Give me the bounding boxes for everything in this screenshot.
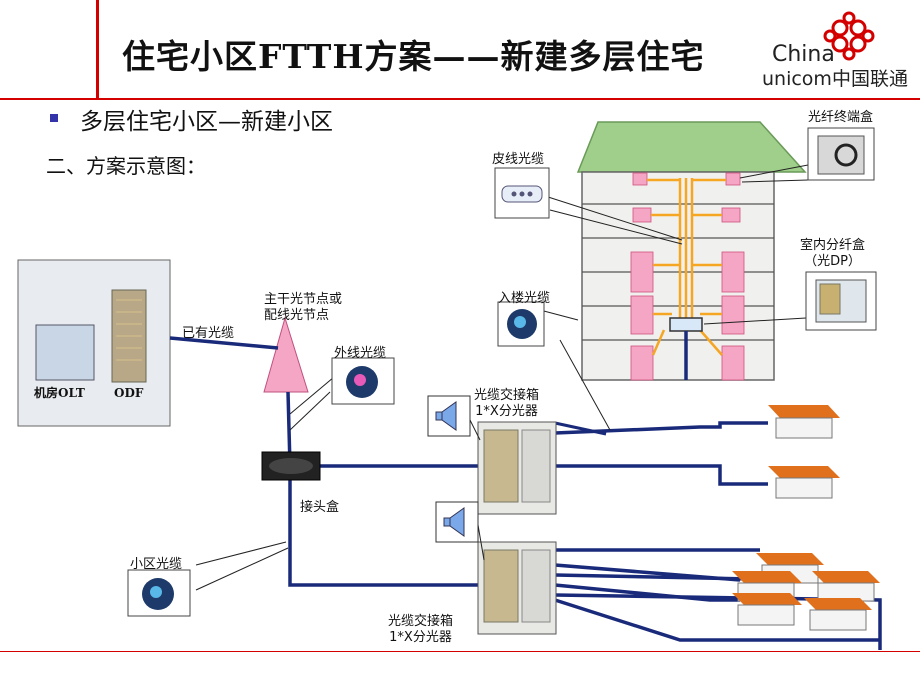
olt-label: 机房OLT [34, 386, 85, 400]
existing-cable-label: 已有光缆 [182, 326, 235, 341]
community-cable-label: 小区光缆 [130, 557, 183, 572]
logo-china-text: China [772, 42, 835, 67]
logo-unicom-text: unicom中国联通 [762, 68, 908, 90]
header-red-bar [96, 0, 99, 98]
header-divider [0, 98, 920, 100]
building-body [581, 171, 775, 381]
main-node-label: 主干光节点或 配线光节点 [264, 292, 343, 323]
building-windows [630, 172, 745, 381]
indoor-dp-label: 室内分纤盒 （光DP） [800, 238, 866, 269]
unicom-logo [760, 10, 910, 90]
splice-box-label: 接头盒 [300, 500, 340, 515]
indoor-dp-box [669, 317, 703, 332]
bullet-icon [50, 114, 58, 122]
sub-heading: 二、方案示意图： [46, 154, 206, 178]
building-roof [576, 121, 807, 173]
fiber-terminal-box-label: 光纤终端盒 [808, 110, 874, 125]
cross-connect-2-label: 光缆交接箱 1*X分光器 [388, 614, 454, 645]
building-entry-cable-label: 入楼光缆 [498, 291, 551, 306]
building [576, 121, 807, 381]
drop-cable-label: 皮线光缆 [492, 152, 545, 167]
cross-connect-1-label: 光缆交接箱 1*X分光器 [474, 388, 540, 419]
outside-cable-label: 外线光缆 [334, 346, 387, 361]
page-title: 住宅小区FTTH方案——新建多层住宅 [122, 37, 705, 76]
footer-line [0, 651, 920, 652]
olt-device [35, 324, 95, 381]
drop-cables [647, 178, 726, 356]
fiber-cables [169, 331, 882, 650]
main-node-triangle [263, 316, 309, 393]
odf-label: ODF [114, 386, 144, 400]
unicom-knot-icon [823, 11, 875, 61]
houses [732, 405, 880, 631]
bullet-heading: 多层住宅小区—新建小区 [80, 109, 333, 135]
